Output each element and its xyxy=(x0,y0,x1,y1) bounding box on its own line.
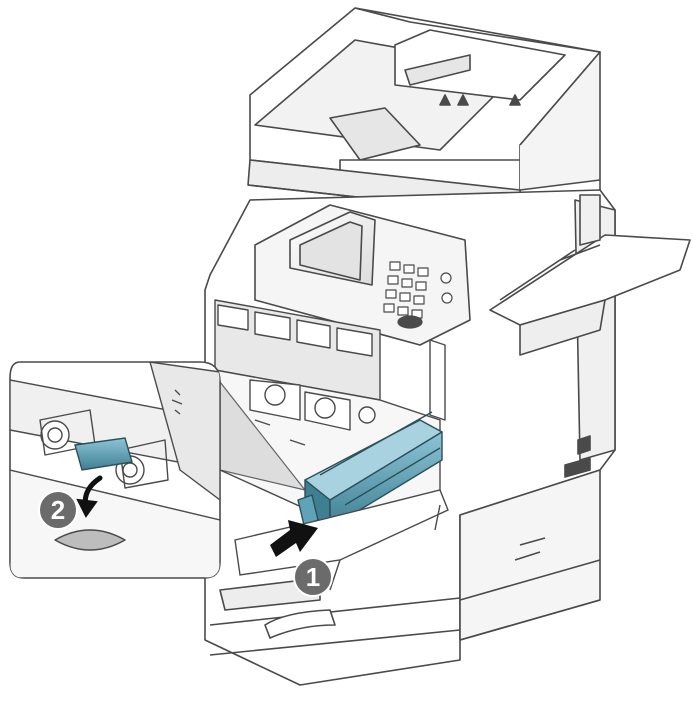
document-feeder xyxy=(247,7,601,216)
push-arrow xyxy=(270,520,318,557)
keypad xyxy=(383,261,453,329)
step-number-2: 2 xyxy=(51,495,65,525)
step-marker-1: 1 xyxy=(293,557,333,597)
step-marker-2: 2 xyxy=(38,490,78,530)
step-number-1: 1 xyxy=(306,562,320,592)
control-panel xyxy=(254,204,471,346)
front-guide xyxy=(234,489,449,591)
detail-inset xyxy=(9,361,221,579)
lever-part xyxy=(74,437,133,471)
output-tray xyxy=(489,194,691,356)
